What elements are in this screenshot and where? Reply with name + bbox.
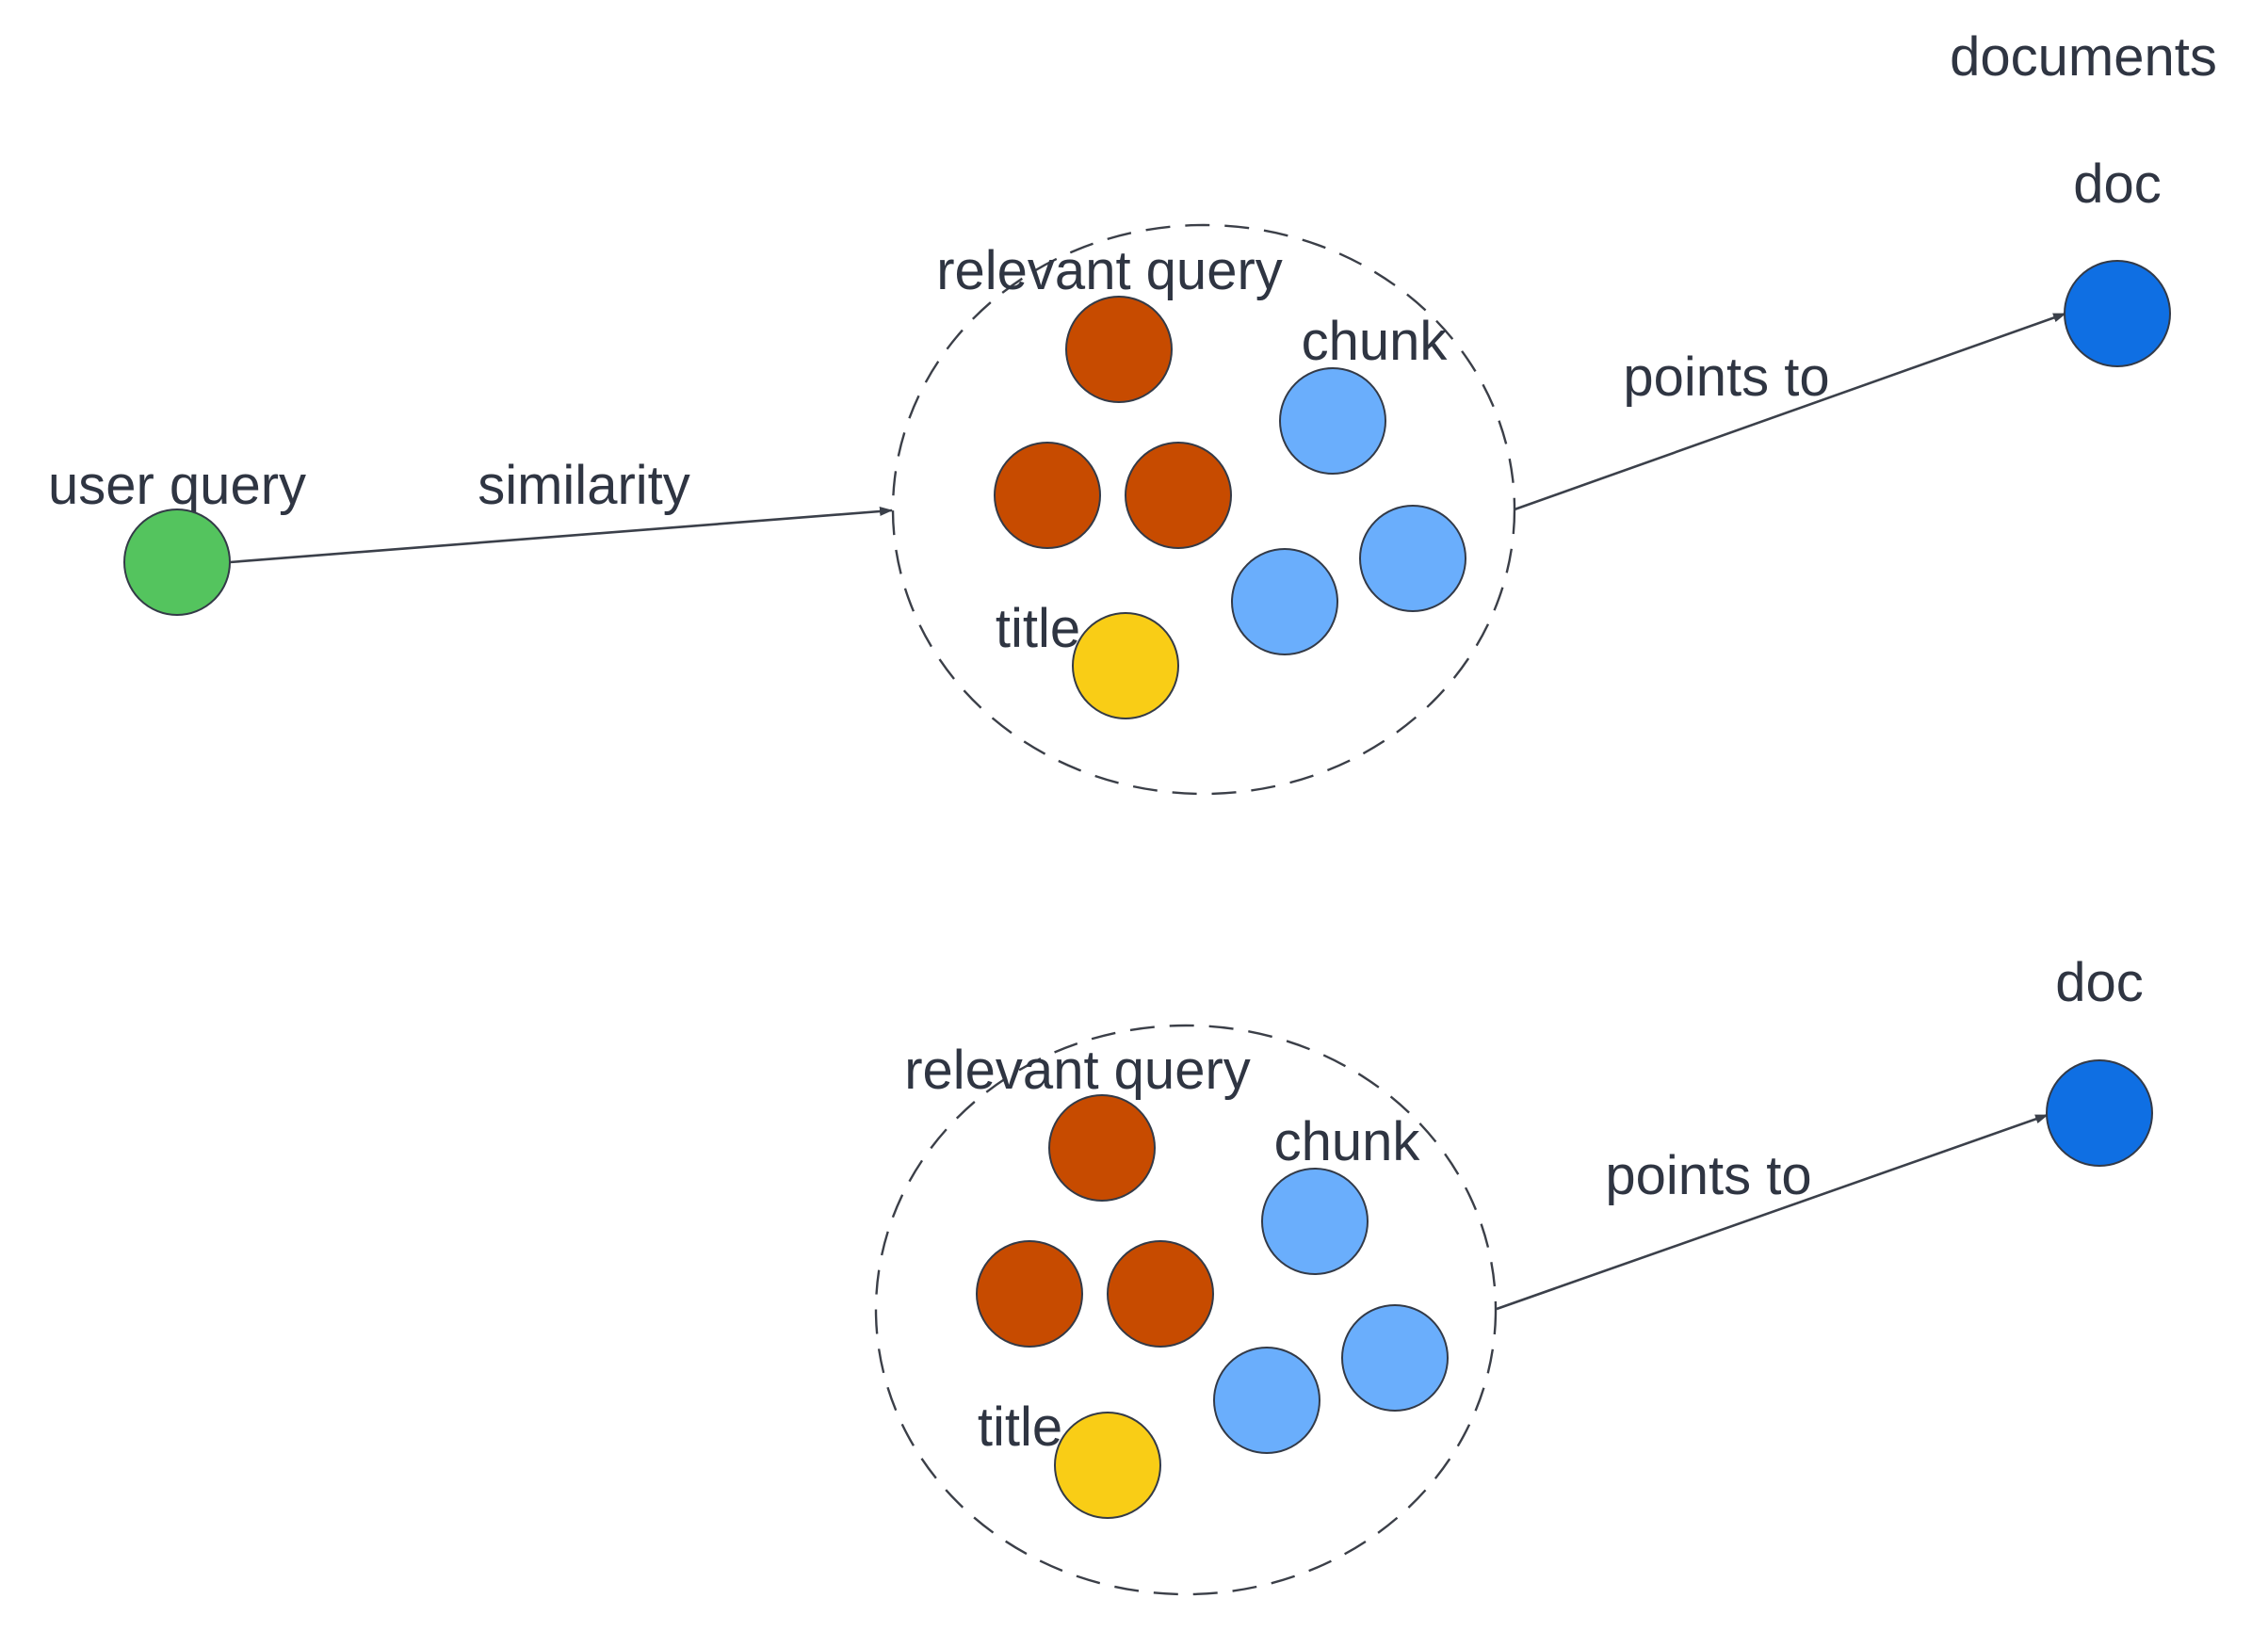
relevant-query-node[interactable] bbox=[1065, 296, 1173, 403]
points-to-label-2: points to bbox=[1605, 1145, 1811, 1206]
title-label-2: title bbox=[978, 1397, 1062, 1458]
chunk-node[interactable] bbox=[1279, 367, 1386, 475]
points-to-edge-2 bbox=[1496, 1113, 2049, 1311]
similarity-label: similarity bbox=[478, 455, 690, 516]
similarity-edge bbox=[229, 507, 893, 564]
relevant-query-label-1: relevant query bbox=[936, 240, 1283, 301]
user-query-label: user query bbox=[48, 455, 306, 516]
doc-node-2[interactable] bbox=[2046, 1059, 2153, 1167]
cluster-group-1: relevant query chunk title bbox=[891, 223, 1516, 796]
relevant-query-node[interactable] bbox=[994, 442, 1101, 549]
cluster-group-2: relevant query chunk title bbox=[874, 1024, 1498, 1596]
relevant-query-node[interactable] bbox=[1107, 1240, 1214, 1348]
chunk-node[interactable] bbox=[1261, 1168, 1369, 1275]
relevant-query-node[interactable] bbox=[1125, 442, 1232, 549]
relevant-query-node[interactable] bbox=[1048, 1094, 1156, 1202]
documents-header: documents bbox=[1950, 26, 2217, 88]
chunk-label-2: chunk bbox=[1274, 1111, 1421, 1172]
title-label-1: title bbox=[996, 598, 1080, 659]
relevant-query-node[interactable] bbox=[976, 1240, 1083, 1348]
title-node[interactable] bbox=[1054, 1412, 1161, 1519]
doc-label-2: doc bbox=[2055, 952, 2144, 1013]
chunk-node[interactable] bbox=[1341, 1304, 1449, 1412]
chunk-node[interactable] bbox=[1213, 1347, 1320, 1454]
relevant-query-label-2: relevant query bbox=[904, 1040, 1251, 1101]
points-to-label-1: points to bbox=[1623, 347, 1829, 408]
title-node[interactable] bbox=[1072, 612, 1179, 719]
chunk-node[interactable] bbox=[1359, 505, 1466, 612]
chunk-label-1: chunk bbox=[1302, 311, 1449, 372]
doc-node-1[interactable] bbox=[2064, 260, 2171, 367]
chunk-node[interactable] bbox=[1231, 548, 1338, 655]
points-to-edge-1 bbox=[1514, 312, 2066, 511]
doc-label-1: doc bbox=[2073, 153, 2162, 215]
cluster-boundary-2 bbox=[874, 1024, 1498, 1596]
user-query-node[interactable] bbox=[123, 509, 231, 616]
